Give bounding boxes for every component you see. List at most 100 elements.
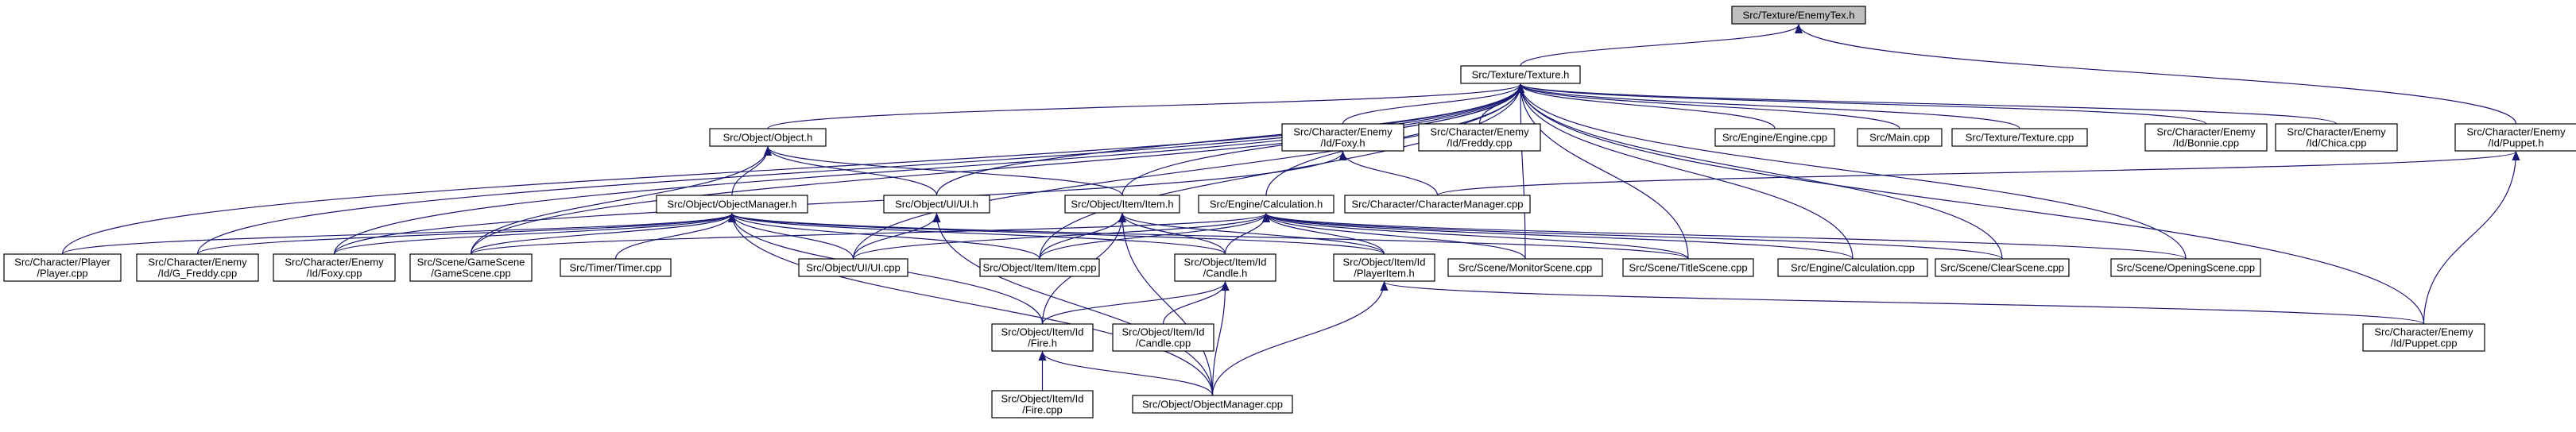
node-label: /Fire.h: [1028, 338, 1057, 349]
node-box: [1344, 195, 1531, 214]
node-engine-cpp[interactable]: Src/Engine/Engine.cpp: [1714, 128, 1835, 147]
edge-objectmanager-cpp-to-playeritem-h: [1211, 281, 1389, 396]
edge-ui-h-to-object-h: [764, 146, 938, 196]
node-monitorscene-cpp[interactable]: Src/Scene/MonitorScene.cpp: [1447, 258, 1603, 277]
node-label: Src/Engine/Calculation.h: [1210, 199, 1323, 210]
edge-charactermanager-cpp-to-foxy-h: [1338, 151, 1439, 196]
node-label: /Id/Puppet.h: [2488, 137, 2543, 149]
edge-ui-cpp-to-objectmanager-h: [728, 213, 854, 260]
node-bonnie-cpp[interactable]: Src/Character/Enemy/Id/Bonnie.cpp: [2144, 123, 2268, 152]
node-box: [991, 390, 1094, 418]
node-fire-h[interactable]: Src/Object/Item/Id/Fire.h: [991, 323, 1094, 352]
node-label: Src/Object/UI/UI.h: [895, 199, 978, 210]
node-objectmanager-h[interactable]: Src/Object/ObjectManager.h: [656, 195, 808, 214]
node-charactermanager-cpp[interactable]: Src/Character/CharacterManager.cpp: [1344, 195, 1531, 214]
node-box: [1333, 253, 1435, 282]
edge-foxy-cpp-to-objectmanager-h: [333, 213, 736, 255]
node-gamescene-cpp[interactable]: Src/Scene/GameScene/GameScene.cpp: [409, 253, 533, 282]
node-texture-h[interactable]: Src/Texture/Texture.h: [1460, 65, 1581, 84]
node-box: [1447, 258, 1603, 277]
node-candle-h[interactable]: Src/Object/Item/Id/Candle.h: [1174, 253, 1276, 282]
node-box: [2144, 123, 2268, 152]
node-player-cpp[interactable]: Src/Character/Player/Player.cpp: [3, 253, 122, 282]
node-label: /Id/Foxy.cpp: [307, 268, 362, 280]
node-puppet-cpp[interactable]: Src/Character/Enemy/Id/Puppet.cpp: [2362, 323, 2485, 352]
edge-gamescene-cpp-to-calculation-h: [470, 213, 1270, 255]
node-enemytex-h[interactable]: Src/Texture/EnemyTex.h: [1731, 6, 1866, 25]
edge-objectmanager-cpp-to-candle-h: [1211, 281, 1230, 396]
node-object-h[interactable]: Src/Object/Object.h: [709, 128, 827, 147]
node-box: [2275, 123, 2398, 152]
node-freddy-cpp[interactable]: Src/Character/Enemy/Id/Freddy.cpp: [1418, 123, 1541, 152]
edge-gamescene-cpp-to-objectmanager-h: [470, 213, 736, 255]
edge-candle-h-to-objectmanager-h: [728, 213, 1226, 255]
node-gfreddy-cpp[interactable]: Src/Character/Enemy/Id/G_Freddy.cpp: [136, 253, 259, 282]
node-label: Src/Character/Enemy: [2374, 326, 2473, 338]
node-clearscene-cpp[interactable]: Src/Scene/ClearScene.cpp: [1935, 258, 2070, 277]
node-label: Src/Object/ObjectManager.h: [667, 199, 796, 210]
node-box: [273, 253, 396, 282]
node-label: /GameScene.cpp: [431, 268, 510, 280]
node-foxy-h[interactable]: Src/Character/Enemy/Id/Foxy.h: [1281, 123, 1404, 152]
edge-timer-cpp-to-objectmanager-h: [614, 213, 736, 260]
node-main-cpp[interactable]: Src/Main.cpp: [1857, 128, 1943, 147]
edge-foxy-cpp-to-foxy-h: [333, 151, 1347, 255]
node-label: Src/Character/Enemy: [1430, 126, 1529, 138]
node-label: Src/Texture/Texture.h: [1472, 69, 1570, 81]
edge-main-cpp-to-texture-h: [1517, 83, 1900, 129]
node-label: Src/Engine/Calculation.cpp: [1791, 262, 1915, 274]
edge-texture-cpp-to-texture-h: [1517, 83, 2020, 129]
node-box: [991, 323, 1094, 352]
node-box: [1132, 395, 1293, 414]
edge-playeritem-h-to-calculation-h: [1262, 213, 1385, 255]
node-objectmanager-cpp[interactable]: Src/Object/ObjectManager.cpp: [1132, 395, 1293, 414]
node-candle-cpp[interactable]: Src/Object/Item/Id/Candle.cpp: [1112, 323, 1214, 352]
node-label: /Id/Bonnie.cpp: [2173, 137, 2239, 149]
node-box: [1460, 65, 1581, 84]
node-box: [2362, 323, 2485, 352]
edge-item-cpp-to-calculation-h: [1039, 213, 1270, 260]
node-label: /Id/Chica.cpp: [2307, 137, 2367, 149]
node-box: [1777, 258, 1928, 277]
edge-monitorscene-cpp-to-calculation-h: [1262, 213, 1526, 260]
edge-clearscene-cpp-to-calculation-h: [1262, 213, 2003, 260]
edge-monitorscene-cpp-to-texture-h: [1517, 83, 1526, 260]
edge-calculation-cpp-to-texture-h: [1517, 83, 1854, 260]
node-label: /Id/Freddy.cpp: [1447, 137, 1512, 149]
edge-player-cpp-to-texture-h: [61, 83, 1524, 255]
node-box: [1418, 123, 1541, 152]
node-label: Src/Main.cpp: [1869, 132, 1930, 144]
file-nodes: Src/Texture/EnemyTex.hSrc/Texture/Textur…: [3, 6, 2576, 418]
node-openingscene-cpp[interactable]: Src/Scene/OpeningScene.cpp: [2110, 258, 2261, 277]
node-calculation-cpp[interactable]: Src/Engine/Calculation.cpp: [1777, 258, 1928, 277]
node-foxy-cpp[interactable]: Src/Character/Enemy/Id/Foxy.cpp: [273, 253, 396, 282]
node-timer-cpp[interactable]: Src/Timer/Timer.cpp: [560, 258, 672, 277]
node-label: Src/Character/CharacterManager.cpp: [1351, 199, 1523, 210]
edge-titlescene-cpp-to-texture-h: [1517, 83, 1689, 260]
edge-objectmanager-h-to-object-h: [731, 146, 772, 196]
edge-fire-h-to-candle-h: [1041, 281, 1230, 325]
node-playeritem-h[interactable]: Src/Object/Item/Id/PlayerItem.h: [1333, 253, 1435, 282]
node-calculation-h[interactable]: Src/Engine/Calculation.h: [1198, 195, 1334, 214]
node-label: Src/Object/Item/Id: [1001, 393, 1083, 405]
edge-playeritem-h-to-item-h: [1118, 213, 1385, 255]
node-box: [1935, 258, 2070, 277]
node-fire-cpp[interactable]: Src/Object/Item/Id/Fire.cpp: [991, 390, 1094, 418]
node-titlescene-cpp[interactable]: Src/Scene/TitleScene.cpp: [1622, 258, 1754, 277]
node-chica-cpp[interactable]: Src/Character/Enemy/Id/Chica.cpp: [2275, 123, 2398, 152]
node-puppet-h[interactable]: Src/Character/Enemy/Id/Puppet.h: [2454, 123, 2576, 152]
edge-charactermanager-cpp-to-puppet-h: [1436, 151, 2520, 196]
node-box: [2110, 258, 2261, 277]
edge-ui-cpp-to-calculation-h: [852, 213, 1270, 260]
edge-player-cpp-to-objectmanager-h: [61, 213, 736, 255]
node-box: [656, 195, 808, 214]
node-item-h[interactable]: Src/Object/Item/Item.h: [1064, 195, 1180, 214]
node-label: /Player.cpp: [37, 268, 87, 280]
node-ui-cpp[interactable]: Src/Object/UI/UI.cpp: [798, 258, 908, 277]
node-ui-h[interactable]: Src/Object/UI/UI.h: [883, 195, 990, 214]
node-item-cpp[interactable]: Src/Object/Item/Item.cpp: [979, 258, 1100, 277]
node-label: Src/Character/Player: [14, 256, 110, 268]
node-texture-cpp[interactable]: Src/Texture/Texture.cpp: [1951, 128, 2088, 147]
edge-chica-cpp-to-texture-h: [1517, 83, 2338, 125]
node-box: [1622, 258, 1754, 277]
